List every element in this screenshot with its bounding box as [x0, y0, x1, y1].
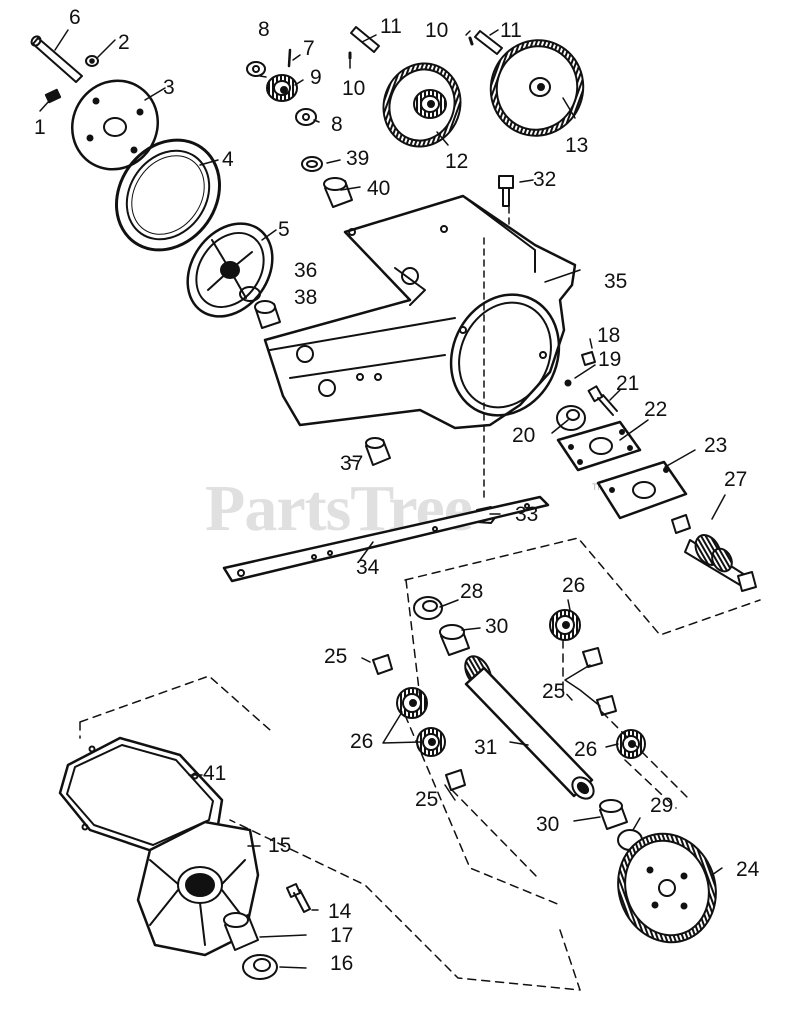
part-bolt-21 — [587, 385, 618, 416]
callout-19[interactable]: 19 — [598, 348, 621, 371]
watermark-trademark: TM — [592, 482, 605, 492]
part-washer-8-top — [246, 61, 266, 77]
part-bushing-25-right-bottom — [596, 695, 617, 716]
part-tube-shaft-31 — [464, 655, 595, 800]
callout-10[interactable]: 10 — [342, 77, 365, 100]
part-gear-13 — [489, 39, 585, 137]
part-bushing-37 — [365, 437, 391, 466]
callout-16[interactable]: 16 — [330, 952, 353, 975]
part-pinion-26-mid-b — [416, 727, 446, 757]
part-gear-housing-35 — [263, 194, 577, 430]
callout-17[interactable]: 17 — [330, 924, 353, 947]
callout-7[interactable]: 7 — [303, 37, 315, 60]
callout-6[interactable]: 6 — [69, 6, 81, 29]
part-gear-24 — [617, 832, 717, 944]
callout-23[interactable]: 23 — [704, 434, 727, 457]
callout-15[interactable]: 15 — [268, 834, 291, 857]
part-gear-12 — [382, 62, 462, 148]
callout-41[interactable]: 41 — [203, 762, 226, 785]
callout-8[interactable]: 8 — [331, 113, 343, 136]
part-washer-8-bottom — [295, 108, 317, 126]
callout-37[interactable]: 37 — [340, 452, 363, 475]
callout-21[interactable]: 21 — [616, 372, 639, 395]
callout-11[interactable]: 11 — [380, 15, 402, 38]
part-flat-bar-34 — [222, 495, 550, 583]
callout-26[interactable]: 26 — [562, 574, 585, 597]
callout-4[interactable]: 4 — [222, 148, 234, 171]
callout-32[interactable]: 32 — [533, 168, 556, 191]
callout-26[interactable]: 26 — [574, 738, 597, 761]
part-shaft-gear-27 — [671, 514, 757, 592]
part-shaft-11-left — [350, 26, 380, 53]
callout-28[interactable]: 28 — [460, 580, 483, 603]
part-pinion-26-right — [616, 729, 646, 759]
part-cover-plate-3 — [70, 79, 160, 171]
part-bolt-14 — [286, 883, 311, 913]
callout-24[interactable]: 24 — [736, 858, 760, 881]
part-bushing-25-left — [372, 654, 393, 675]
part-shaft-11-right — [474, 30, 503, 55]
callout-20[interactable]: 20 — [512, 424, 535, 447]
part-key-7 — [287, 48, 292, 68]
callout-40[interactable]: 40 — [367, 177, 390, 200]
callout-36[interactable]: 36 — [294, 259, 317, 282]
callout-30[interactable]: 30 — [485, 615, 508, 638]
part-bushing-17 — [223, 912, 259, 951]
leader-lines — [39, 29, 726, 969]
callout-1[interactable]: 1 — [34, 116, 46, 139]
callout-13[interactable]: 13 — [565, 134, 588, 157]
part-bushing-40 — [323, 177, 353, 208]
callout-33[interactable]: 33 — [515, 503, 538, 526]
part-washer-39 — [301, 156, 323, 172]
part-key-10-right — [468, 36, 474, 46]
part-hub-cover-5 — [186, 222, 274, 318]
part-screw-1 — [44, 88, 62, 104]
part-washer-16 — [242, 954, 278, 980]
callout-34[interactable]: 34 — [356, 556, 380, 579]
part-gasket-23 — [596, 460, 688, 520]
callout-10[interactable]: 10 — [425, 19, 448, 42]
callout-18[interactable]: 18 — [597, 324, 620, 347]
part-pin-6 — [30, 35, 83, 83]
callout-25[interactable]: 25 — [542, 680, 565, 703]
part-bushing-25-lower — [445, 769, 466, 791]
part-key-18 — [581, 351, 596, 366]
part-gasket-ring-4 — [114, 138, 222, 252]
callout-12[interactable]: 12 — [445, 150, 468, 173]
callout-38[interactable]: 38 — [294, 286, 317, 309]
part-bushing-30-bottom — [599, 799, 628, 830]
callout-8[interactable]: 8 — [258, 18, 270, 41]
part-pin-19 — [564, 379, 572, 387]
part-ring-36 — [239, 286, 261, 302]
part-washer-2 — [85, 55, 99, 67]
callout-35[interactable]: 35 — [604, 270, 627, 293]
callout-9[interactable]: 9 — [310, 66, 322, 89]
callout-5[interactable]: 5 — [278, 218, 290, 241]
part-bushing-30-top — [439, 624, 470, 656]
part-plate-22 — [556, 420, 642, 472]
part-pinion-26-top — [549, 609, 581, 641]
callout-3[interactable]: 3 — [163, 76, 175, 99]
callout-27[interactable]: 27 — [724, 468, 747, 491]
callout-30[interactable]: 30 — [536, 813, 559, 836]
callout-26[interactable]: 26 — [350, 730, 373, 753]
part-washer-28 — [413, 596, 443, 620]
callout-31[interactable]: 31 — [474, 736, 497, 759]
callout-14[interactable]: 14 — [328, 900, 352, 923]
part-bushing-25-right-top — [582, 647, 603, 668]
callout-2[interactable]: 2 — [118, 31, 130, 54]
part-pinion-9 — [266, 74, 298, 102]
callout-25[interactable]: 25 — [415, 788, 438, 811]
callout-22[interactable]: 22 — [644, 398, 667, 421]
callout-29[interactable]: 29 — [650, 794, 673, 817]
callout-25[interactable]: 25 — [324, 645, 347, 668]
callout-11[interactable]: 11 — [500, 19, 522, 42]
callout-39[interactable]: 39 — [346, 147, 369, 170]
part-bushing-38 — [254, 300, 281, 329]
part-bolt-32 — [498, 175, 514, 207]
